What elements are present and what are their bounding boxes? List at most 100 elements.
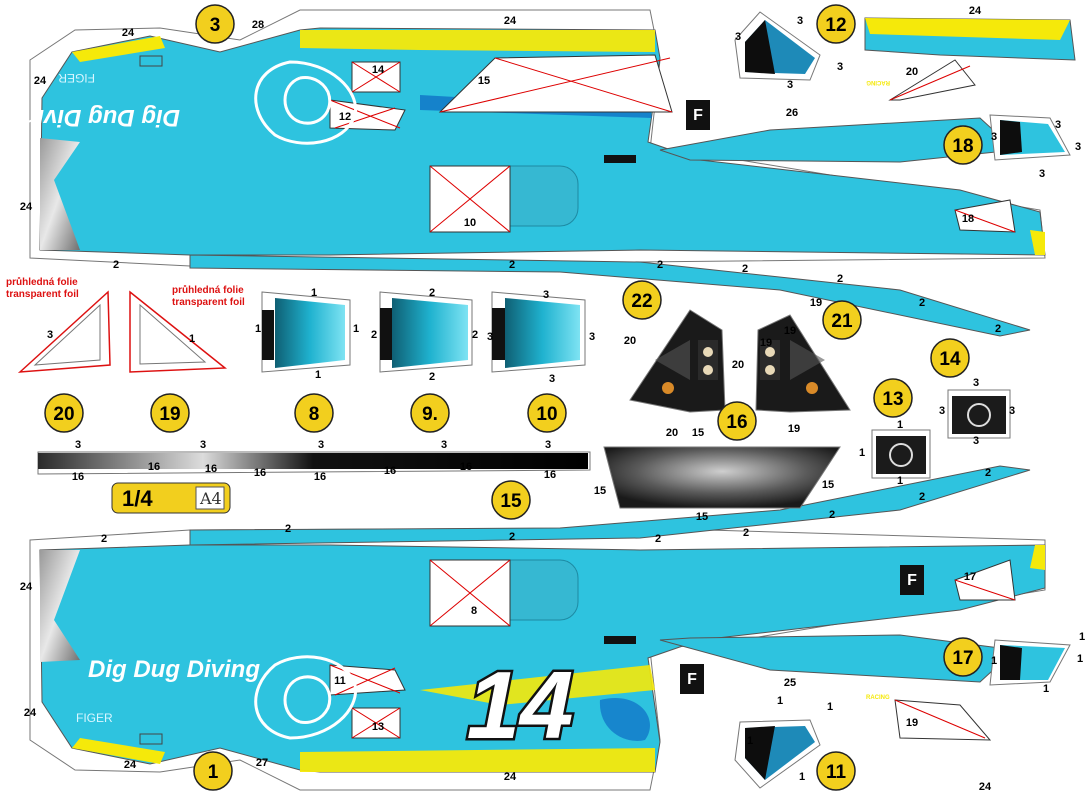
glue-tab-g1: 1 [897,475,903,487]
svg-text:REAL: REAL [866,683,888,692]
part-badge-label: 20 [53,404,74,425]
upper-black-mark [604,155,636,163]
upper-right-strip [864,17,1076,101]
glue-tab-g2: 2 [429,287,435,299]
strip-piece-15 [37,451,591,475]
glue-tab-g24: 24 [122,27,135,39]
glue-tab-g16: 16 [205,463,217,475]
glue-tab-g3: 3 [991,131,997,143]
glue-tab-g3: 3 [545,439,551,451]
glue-tab-g14: 14 [372,64,385,76]
glue-tab-g1: 1 [189,333,195,345]
part-badge-label: 11 [826,762,847,783]
glue-tab-g3: 3 [441,439,447,451]
engine-piece-21 [755,314,851,413]
upper-brand-decal: FIGER [58,71,95,85]
tunnel-piece-8 [261,291,351,373]
lower-blue-swoosh [599,698,650,741]
glue-tab-g3: 3 [589,331,595,343]
part-badge-label: 18 [952,136,973,157]
scale-badge: 1/4 A4 [111,482,231,514]
part-badge-label: 19 [159,404,180,425]
part-badge-label: 9. [422,404,438,425]
glue-tab-g16: 16 [148,461,160,473]
piece-11 [734,719,821,789]
glue-tab-g2: 2 [742,263,748,275]
glue-tab-g1: 1 [799,771,805,783]
glue-tab-g1: 1 [897,419,903,431]
part-badge-p14: 14 [930,338,970,378]
glue-tab-g2: 2 [371,329,377,341]
glue-tab-g1: 1 [255,323,261,335]
glue-tab-g2: 2 [919,297,925,309]
glue-tab-g3: 3 [318,439,324,451]
glue-tab-g3: 3 [1075,141,1081,153]
part-badge-label: 10 [536,404,557,425]
paper-size-text: A4 [199,489,222,508]
glue-tab-g16: 16 [72,471,84,483]
glue-tab-g1: 1 [991,655,997,667]
part-badge-p22: 22 [622,280,662,320]
glue-tab-g2: 2 [509,259,515,271]
camera-piece-14 [947,389,1011,439]
foil-label-en-right: transparent foil [172,297,245,308]
svg-text:F: F [693,107,703,124]
lower-racing-roots: REAL RACING ROOTS [866,683,895,710]
glue-tab-g15: 15 [822,479,834,491]
glue-tab-g3: 3 [1039,168,1045,180]
long-strips [189,254,1031,546]
tunnel-piece-10 [491,291,586,373]
glue-tab-g15: 15 [594,485,606,497]
part-badge-p16: 16 [717,401,757,441]
upper-yellow-flash [300,30,655,52]
glue-tab-g24: 24 [504,771,517,783]
glue-tab-g11: 11 [334,675,346,687]
glue-tab-g2: 2 [919,491,925,503]
glue-tab-g3: 3 [1009,405,1015,417]
strip-lower [189,465,1031,546]
glue-tab-g2: 2 [837,273,843,285]
glue-tab-g2: 2 [743,527,749,539]
lower-hatch [139,733,163,745]
glue-tab-g1: 1 [1043,683,1049,695]
glue-tab-g17: 17 [964,571,976,583]
glue-tab-g20: 20 [666,427,678,439]
part-badge-p3: 3 [195,4,235,44]
glue-tab-g1: 1 [1077,653,1083,665]
glue-tab-g20: 20 [906,66,918,78]
part-badge-label: 1 [208,762,219,783]
svg-text:RACING: RACING [866,695,890,701]
foil-label-cz-right: průhledná folie [172,284,244,296]
glue-tab-g3: 3 [735,31,741,43]
glue-tab-g3: 3 [837,61,843,73]
part-badge-label: 17 [952,648,973,669]
upper-team-decal: D.R.T. [729,111,760,123]
glue-tab-g27: 27 [256,757,268,769]
piece-12 [734,11,821,81]
glue-tab-g24: 24 [979,781,992,793]
part-badge-p17: 17 [943,637,983,677]
part-badge-p8: 8 [294,393,334,433]
glue-tab-g15: 15 [696,511,708,523]
glue-tab-g24: 24 [969,5,982,17]
part-badge-label: 16 [726,412,747,433]
part-badge-p11: 11 [816,751,856,791]
glue-tab-g16: 16 [254,467,266,479]
glue-tab-g1: 1 [1079,631,1085,643]
slot-15-window [438,54,673,113]
glue-tab-g1: 1 [311,287,317,299]
glue-tab-g16: 16 [544,469,556,481]
piece-18 [989,114,1071,161]
glue-tab-g2: 2 [655,533,661,545]
glue-tab-g8: 8 [471,605,477,617]
glue-tab-g26: 26 [786,107,798,119]
glue-tab-g24: 24 [20,201,33,213]
glue-tab-g3: 3 [75,439,81,451]
glue-tab-g15: 15 [692,427,704,439]
part-badge-p15: 15 [491,480,531,520]
glue-tab-g2: 2 [995,323,1001,335]
upper-racing-roots: REAL RACING ROOTS [861,70,890,97]
svg-text:F: F [687,671,697,688]
